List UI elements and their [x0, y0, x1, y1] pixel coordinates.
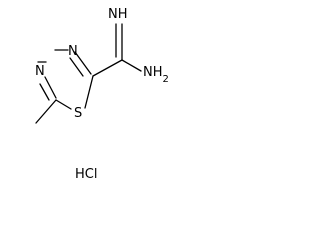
bond-n4-c5-a [44, 76, 57, 99]
bond-n3-c2 [74, 51, 92, 75]
atom-ring-n1: N [68, 44, 78, 59]
amidine-group [92, 23, 142, 77]
atom-ring-n2: N [35, 64, 45, 79]
atom-amine-nh2: NH2 [143, 65, 169, 85]
chemical-structure-diagram: NH NH2 N N S HCl [35, 7, 169, 182]
salt-label: HCl [75, 167, 97, 182]
bond-methyl [35, 99, 57, 124]
bond-c2-camidine [92, 59, 123, 77]
atom-ring-s: S [74, 106, 82, 121]
bond-n4-c5-b [39, 83, 50, 101]
atom-amine-subscript: 2 [163, 74, 169, 85]
bond-s-c2 [84, 75, 94, 109]
thiadiazole-ring [37, 49, 94, 110]
bond-c-nh2 [121, 59, 142, 72]
bond-n3-c2-inner [69, 57, 84, 77]
atom-amine-nh: NH [143, 65, 163, 80]
bond-c5-s [55, 99, 72, 110]
atom-imine-nh: NH [108, 7, 128, 22]
